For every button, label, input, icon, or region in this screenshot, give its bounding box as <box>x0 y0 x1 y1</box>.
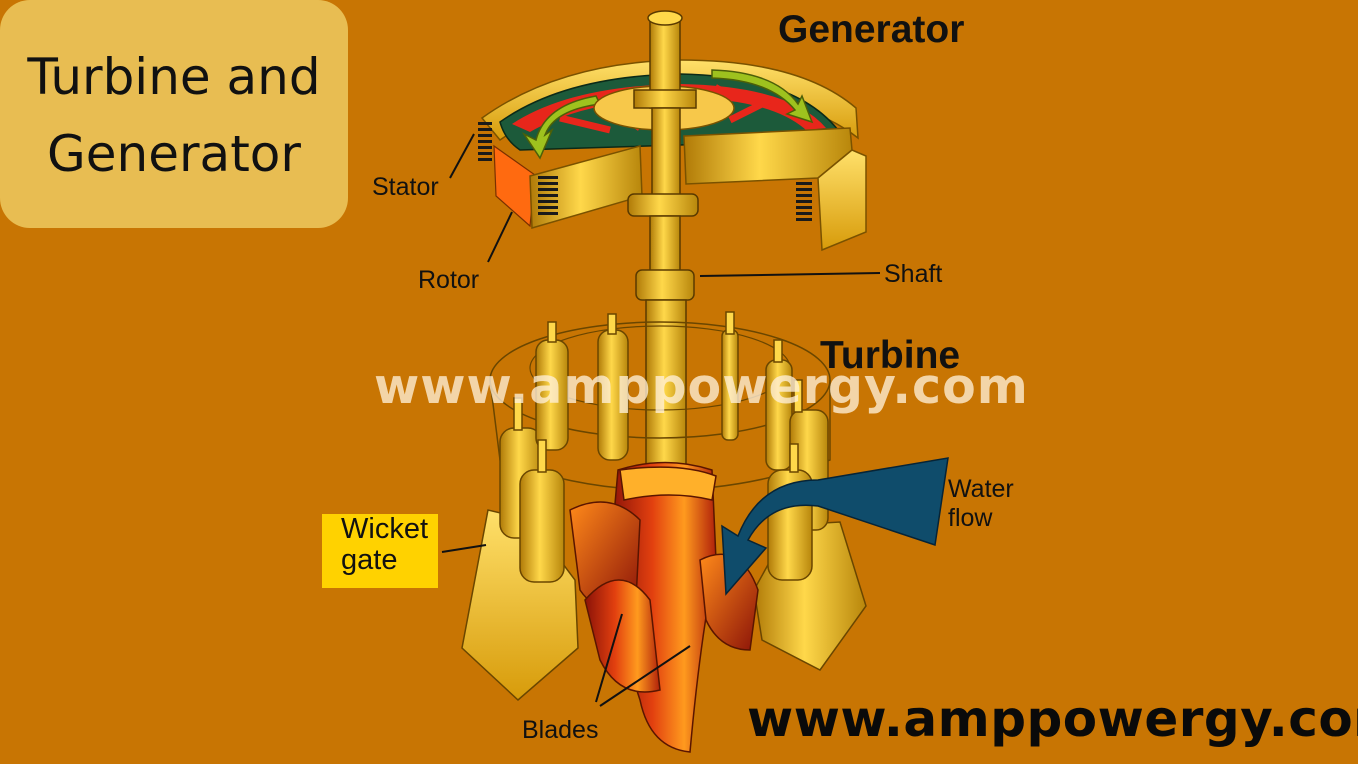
wicket-gate-label: Wicket gate <box>341 513 428 576</box>
turbine-assembly <box>461 311 949 753</box>
shaft-label: Shaft <box>884 260 942 288</box>
generator-assembly <box>478 59 867 252</box>
rotation-arrow-left <box>521 95 602 160</box>
stator-label: Stator <box>372 173 439 201</box>
title-line-2: Generator <box>47 125 301 183</box>
stator-coil-left <box>493 144 536 228</box>
title-card: Turbine and Generator <box>0 0 348 228</box>
rotation-arrow-right <box>711 69 814 124</box>
stator-right-end <box>817 149 867 252</box>
runner-blades <box>569 461 759 753</box>
leader-lines <box>441 133 881 707</box>
rotor-label: Rotor <box>418 266 479 294</box>
footer-url[interactable]: www.amppowergy.com <box>747 690 1358 748</box>
shaft-assembly <box>627 10 699 481</box>
turbine-heading: Turbine <box>820 334 960 377</box>
rotor-ring <box>512 84 826 132</box>
blades-label: Blades <box>522 716 598 744</box>
title-line-1: Turbine and <box>27 48 321 106</box>
stator-front-wall <box>529 145 643 229</box>
generator-heading: Generator <box>778 8 964 51</box>
watermark: www.amppowergy.com <box>374 358 1029 415</box>
stator-coils <box>478 122 812 221</box>
wicket-gate-label-box <box>322 514 438 588</box>
water-flow-line-1: Water <box>948 475 1014 503</box>
water-flow-line-2: flow <box>948 504 993 532</box>
water-flow-label: Water flow <box>948 475 1021 532</box>
water-flow-arrow <box>721 457 949 596</box>
